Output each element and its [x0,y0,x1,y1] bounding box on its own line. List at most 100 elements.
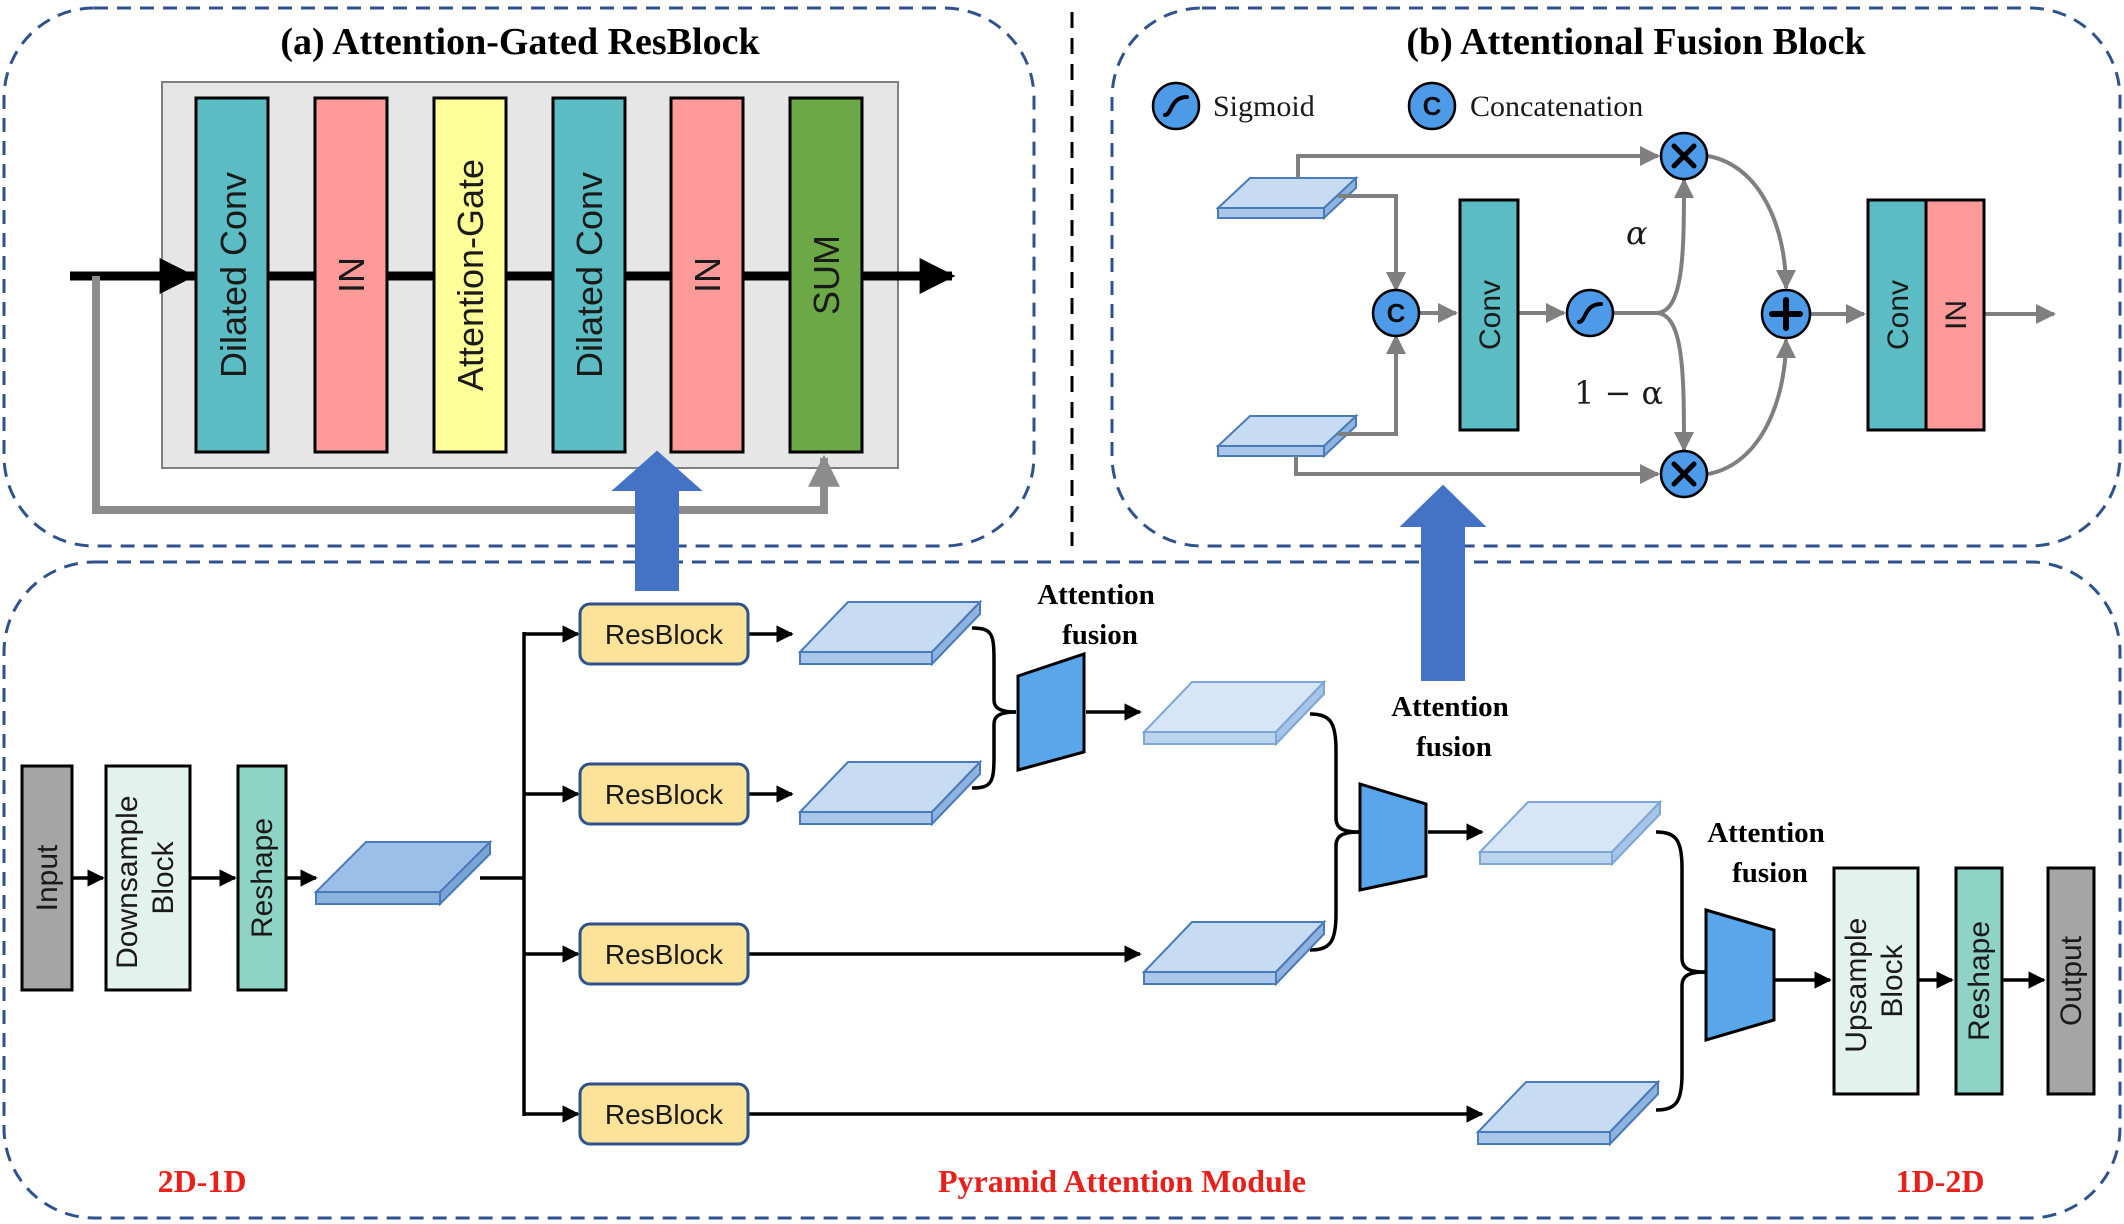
svg-text:Downsample Block: Downsample Block [111,787,180,969]
svg-text:Sigmoid: Sigmoid [1213,90,1315,123]
fusion-output-conv: Conv [1866,198,1928,432]
svg-text:ResBlock: ResBlock [605,1099,724,1130]
reshaped-feature-map [313,839,493,907]
svg-text:SUM: SUM [806,235,847,315]
svg-text:Reshape: Reshape [1963,921,1996,1041]
downsample-block: Downsample Block [104,764,192,992]
svg-text:C: C [1423,91,1442,121]
svg-text:Attention: Attention [1037,579,1155,611]
fusion-trapezoid-3 [1704,907,1776,1043]
svg-text:IN: IN [1940,300,1973,330]
upsample-block: Upsample Block [1832,866,1920,1096]
feature-map-4 [1475,1079,1661,1147]
multiply-operator-bottom [1659,449,1709,499]
upsample-label-line-2: Block [1876,943,1909,1017]
svg-text:Attention: Attention [1707,817,1825,849]
sigmoid-icon [1151,81,1201,131]
svg-text:Dilated Conv: Dilated Conv [569,172,610,378]
output-block: Output [2046,866,2096,1096]
svg-text:Output: Output [2055,935,2088,1026]
block-dilated-conv-2: Dilated Conv [551,96,627,454]
svg-text:Dilated Conv: Dilated Conv [213,172,254,378]
block-sum: SUM [788,96,864,454]
legend-concatenation: C Concatenation [1407,81,1643,131]
feature-map-2 [797,759,983,827]
panel-a-frame [2,6,1036,548]
panel-b-frame [1110,6,2122,548]
fusion-2-input-bottom [1309,830,1361,952]
fused-feature-map-2 [1477,799,1663,867]
multiply-top-to-add-line [1707,154,1796,290]
svg-text:fusion: fusion [1062,619,1138,651]
section-label-1d-2d: 1D-2D [1896,1163,1985,1199]
downsample-label: Downsample [111,795,144,968]
feature-map-1 [797,599,983,667]
multiply-operator-top [1659,131,1709,181]
fusion-label-3: Attention fusion [1707,817,1825,889]
big-arrow-to-panel-a [611,450,703,591]
svg-text:Attention: Attention [1391,691,1509,723]
svg-text:fusion: fusion [1416,731,1492,763]
concat-operator: C [1371,288,1421,338]
block-in-2: IN [669,96,745,454]
svg-text:Reshape: Reshape [246,818,279,938]
fusion-3-input-bottom [1655,970,1707,1112]
panel-b-title: (b) Attentional Fusion Block [1406,21,1866,63]
block-in-1: IN [313,96,389,454]
concat-icon [1407,81,1457,131]
bottom-map-to-multiply-line [1294,456,1660,484]
resblock-1: ResBlock [578,602,750,666]
top-map-to-concat-line [1338,194,1406,292]
resblock-4: ResBlock [578,1082,750,1146]
svg-text:Conv: Conv [1474,280,1507,350]
svg-text:Conv: Conv [1882,280,1915,350]
svg-text:ResBlock: ResBlock [605,939,724,970]
svg-text:fusion: fusion [1732,857,1808,889]
reshape-out-block: Reshape [1954,866,2004,1096]
section-label-pyramid: Pyramid Attention Module [938,1163,1306,1199]
input-block: Input [20,764,74,992]
svg-text:Concatenation: Concatenation [1470,90,1643,123]
big-arrow-to-panel-b [1399,484,1487,681]
resblock-skip-connection [92,276,840,514]
fusion-input-map-top [1215,175,1359,221]
add-operator [1760,288,1812,340]
bottom-map-to-concat-line [1338,334,1406,436]
fused-feature-map-1 [1141,679,1327,747]
block-attention-gate: Attention-Gate [432,96,508,454]
fusion-3-input-top [1655,830,1707,974]
reshape-in-block: Reshape [236,764,288,992]
one-minus-alpha-branch-line [1655,311,1694,452]
fusion-1-input-top [971,626,1017,714]
svg-text:IN: IN [687,257,728,293]
fusion-output-in: IN [1924,198,1986,432]
fusion-1-input-bottom [971,710,1017,790]
feature-map-3 [1141,919,1327,987]
fusion-label-1: Attention fusion [1037,579,1155,651]
fusion-trapezoid-2 [1358,781,1428,892]
legend-sigmoid: Sigmoid [1151,81,1315,131]
panel-a-title: (a) Attention-Gated ResBlock [280,21,760,63]
fusion-sigmoid-operator [1565,288,1615,338]
one-minus-alpha-label: 1 − α [1574,374,1663,412]
fusion-label-2: Attention fusion [1391,691,1509,763]
pyramid-frame [2,560,2122,1220]
svg-text:Attention-Gate: Attention-Gate [450,159,491,391]
svg-text:IN: IN [331,257,372,293]
block-dilated-conv-1: Dilated Conv [194,96,270,454]
top-map-to-multiply-line [1296,146,1660,178]
alpha-label: α [1626,214,1648,252]
resblock-2: ResBlock [578,762,750,826]
downsample-label-line-2: Block [147,840,180,914]
svg-text:Upsample Block: Upsample Block [1840,909,1909,1052]
svg-text:Input: Input [31,844,64,911]
resblock-3: ResBlock [578,922,750,986]
fusion-2-input-top [1309,712,1361,834]
svg-text:C: C [1387,298,1406,328]
section-label-2d-1d: 2D-1D [158,1163,247,1199]
alpha-branch-line [1655,178,1694,315]
svg-text:ResBlock: ResBlock [605,619,724,650]
fusion-trapezoid-1 [1016,651,1086,772]
multiply-bottom-to-add-line [1707,338,1796,476]
svg-text:ResBlock: ResBlock [605,779,724,810]
